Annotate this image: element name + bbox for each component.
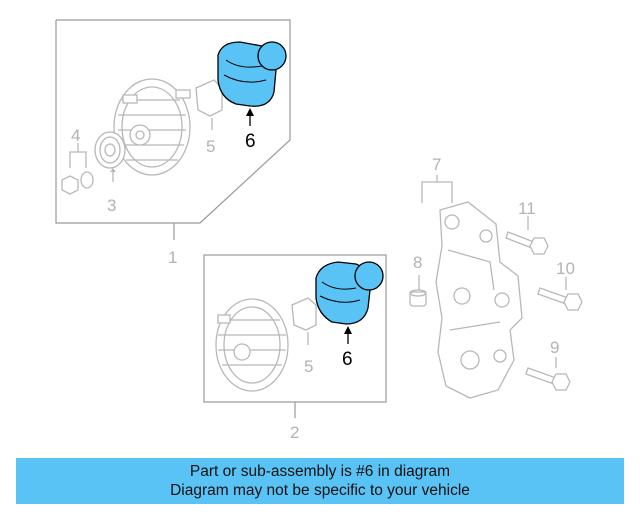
mounting-bracket-7 <box>421 175 523 399</box>
bracket-5-top <box>195 79 223 130</box>
bolt-9 <box>525 357 571 391</box>
callout-1: 1 <box>168 248 177 267</box>
callout-7: 7 <box>432 155 441 174</box>
alternator-1 <box>113 78 191 176</box>
callout-11: 11 <box>518 199 536 218</box>
assembly-box-1 <box>55 19 291 240</box>
callout-5-top: 5 <box>206 137 215 156</box>
callout-10: 10 <box>556 259 575 278</box>
assembly-box-2 <box>203 254 387 418</box>
banner-line-2: Diagram may not be specific to your vehi… <box>170 482 470 499</box>
alternator-2 <box>215 298 289 392</box>
banner-line-1: Part or sub-assembly is #6 in diagram <box>189 463 451 480</box>
callout-9: 9 <box>550 338 559 357</box>
callout-2: 2 <box>290 423 299 442</box>
rear-cover-6-bottom <box>315 261 384 344</box>
info-banner: Part or sub-assembly is #6 in diagram Di… <box>16 458 624 504</box>
pulley-3 <box>94 131 126 182</box>
parts-diagram: 1 3 4 5 <box>55 19 583 442</box>
callout-5-bottom: 5 <box>304 357 313 376</box>
bolt-10 <box>537 277 583 311</box>
nut-washer-4 <box>61 143 94 195</box>
callout-3: 3 <box>107 196 116 215</box>
bracket-5-bottom <box>291 297 317 345</box>
bolt-11 <box>505 216 549 255</box>
callout-6-bottom: 6 <box>342 349 353 370</box>
callout-4: 4 <box>71 126 80 145</box>
callout-8: 8 <box>413 253 422 272</box>
rear-cover-6-top <box>217 41 287 126</box>
callout-6-top: 6 <box>245 131 256 152</box>
sleeve-8 <box>409 275 427 307</box>
